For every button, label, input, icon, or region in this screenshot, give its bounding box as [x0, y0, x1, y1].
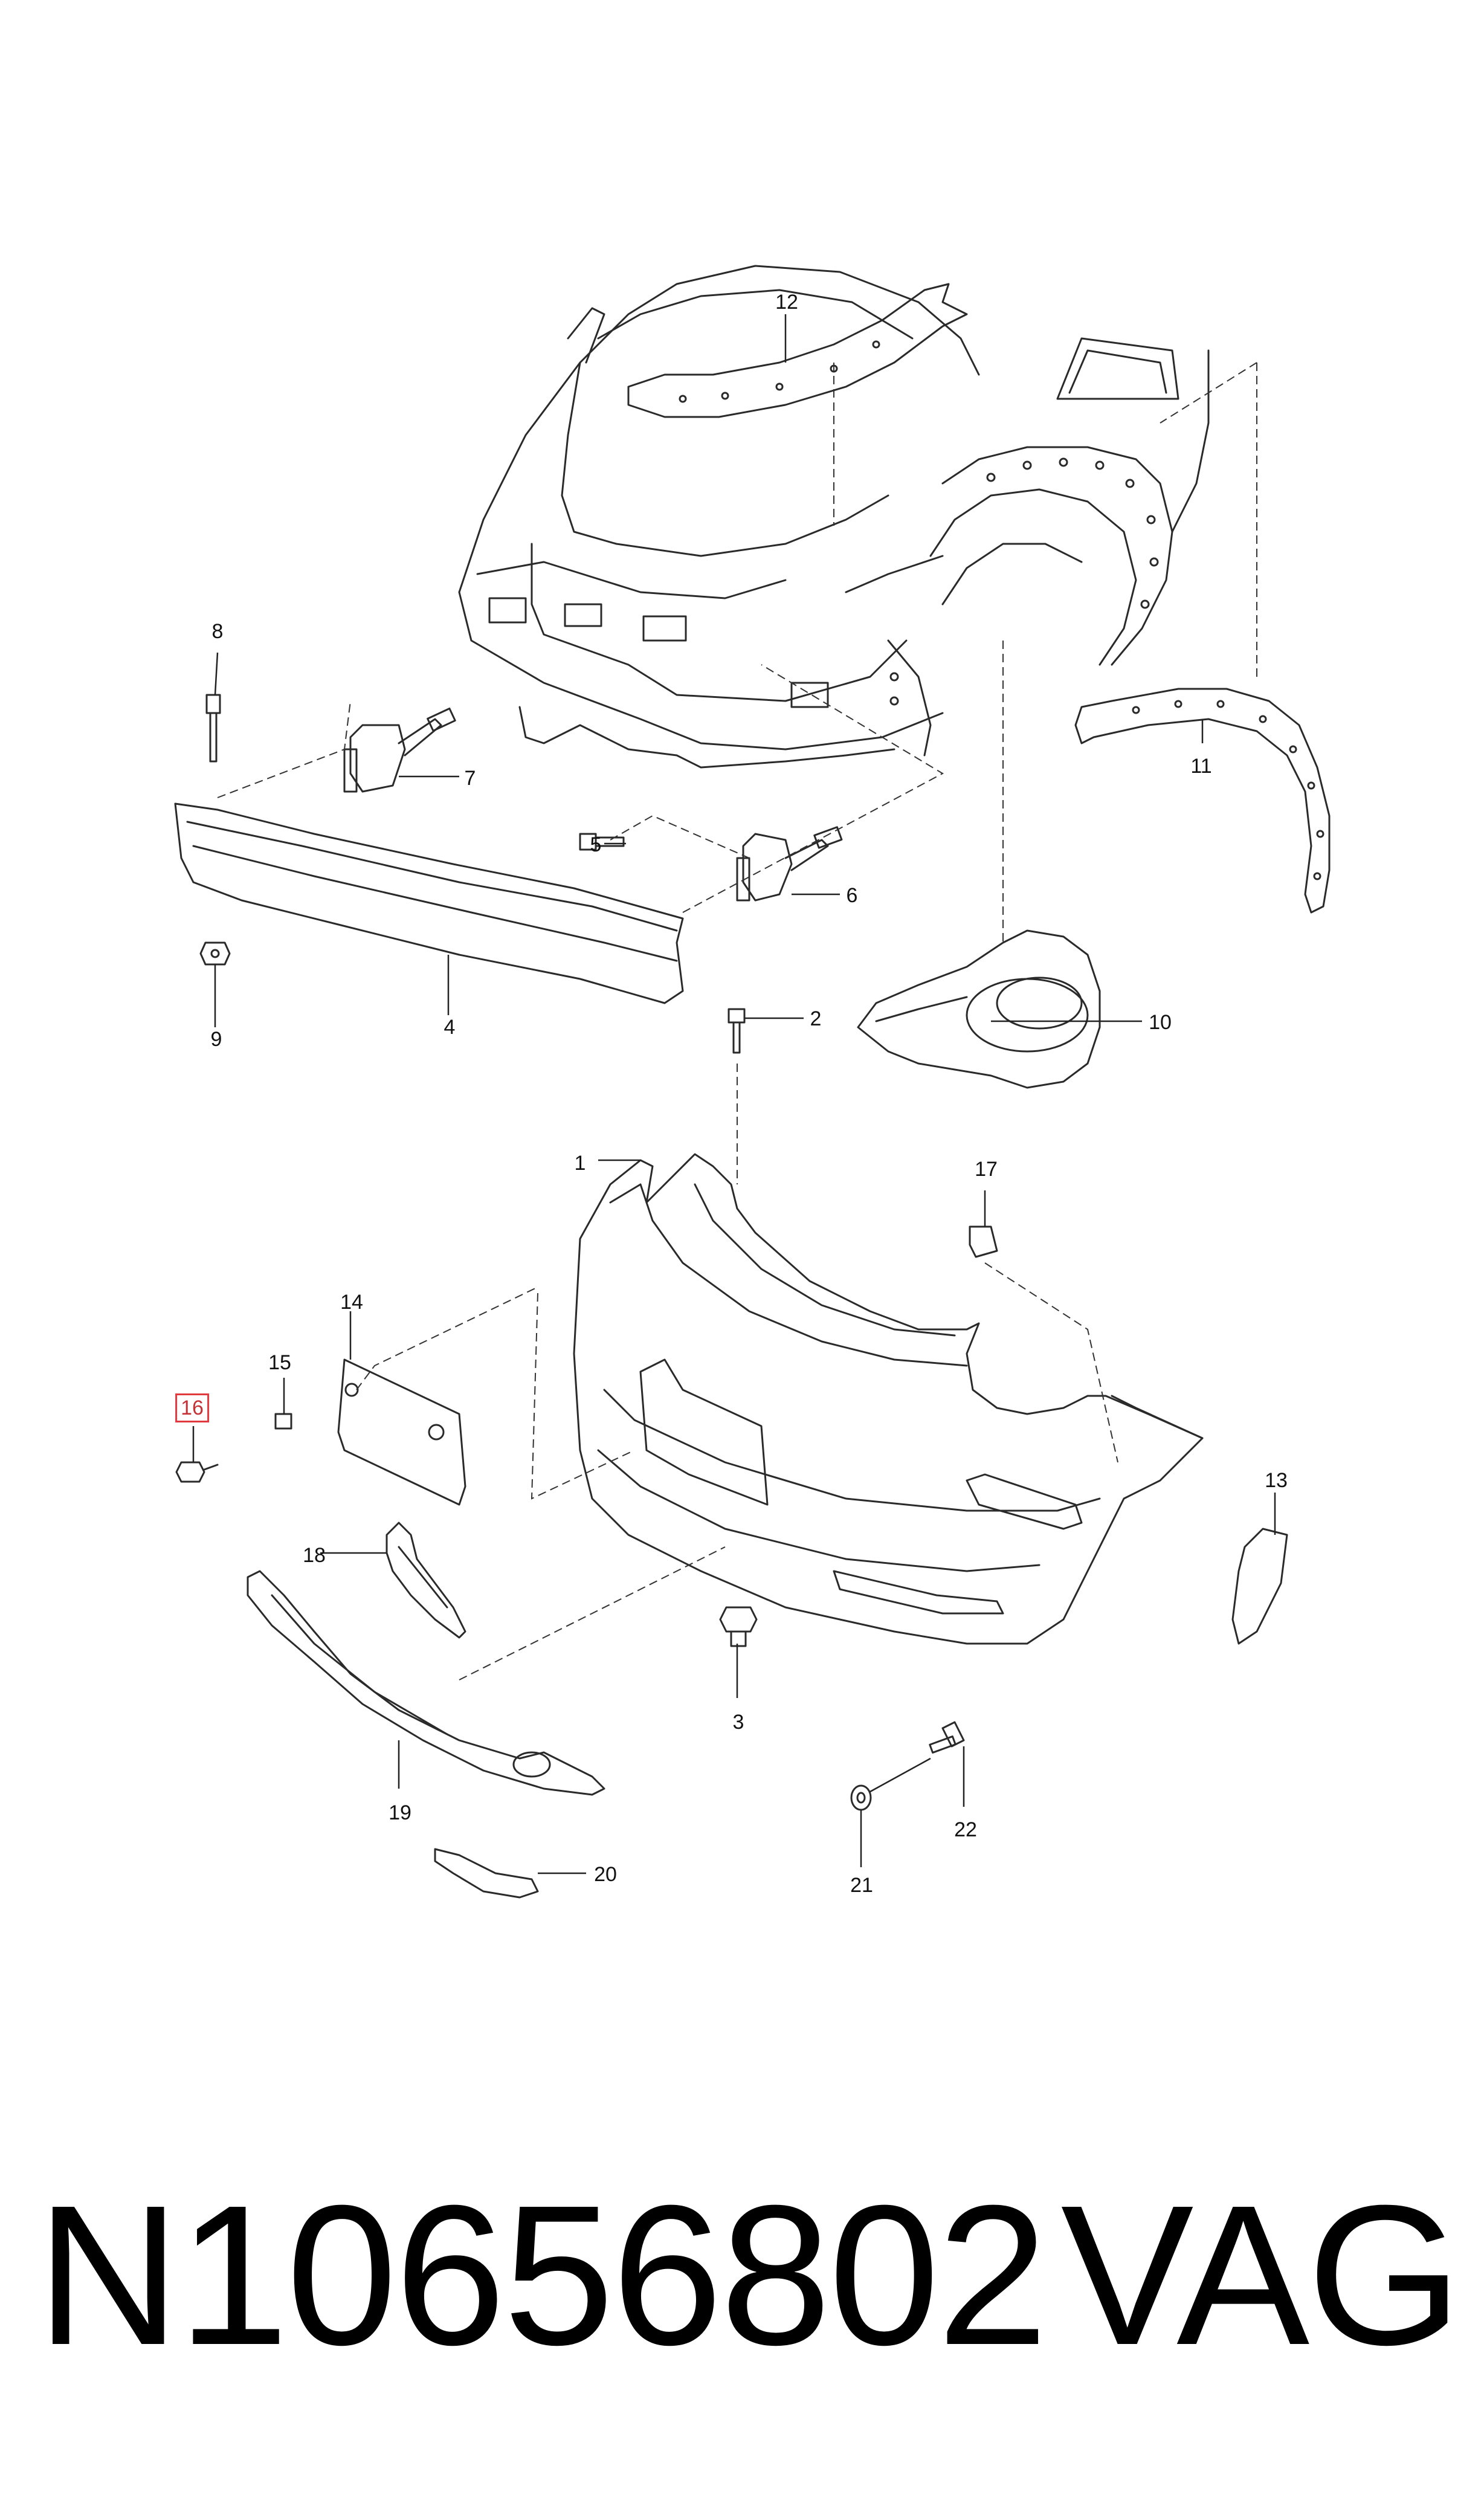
part-14-plate-holder	[338, 1360, 465, 1505]
callout-4: 4	[444, 1016, 456, 1039]
part-19-lower-grille	[248, 1571, 604, 1795]
brand-name: VAG	[1060, 2163, 1462, 2386]
callout-1: 1	[574, 1152, 586, 1175]
part-7-bracket	[344, 708, 455, 792]
callout-5: 5	[590, 833, 602, 856]
part-1-bumper-cover	[574, 1154, 1202, 1644]
callout-12: 12	[775, 291, 798, 314]
callout-11: 11	[1190, 755, 1212, 778]
exploded-parts-diagram: 12 11 8 7 5 6 2 10 9 4 1 17 14 15 16 13 …	[0, 0, 1484, 2067]
part-3-clip	[720, 1607, 757, 1646]
car-body-rear	[459, 266, 1208, 767]
assembly-guide-lines	[218, 363, 1257, 1680]
part-10-inner-liner	[858, 931, 1100, 1088]
part-22-bolt	[930, 1722, 964, 1752]
callout-2: 2	[810, 1007, 822, 1030]
callout-16: 16	[175, 1393, 209, 1422]
part-17-clip	[970, 1227, 997, 1257]
part-6-bracket	[737, 827, 842, 900]
callout-10: 10	[1149, 1011, 1172, 1034]
diagram-drawing	[0, 0, 1484, 2067]
part-number-footer: N10656802 VAG	[0, 2151, 1484, 2405]
callout-22: 22	[954, 1818, 977, 1841]
part-4-impact-beam	[175, 804, 683, 1003]
callout-19: 19	[389, 1801, 411, 1824]
callout-14: 14	[340, 1291, 363, 1314]
part-9-nut	[201, 943, 230, 964]
callout-17: 17	[975, 1158, 998, 1181]
callout-leaders	[193, 314, 1275, 1873]
callout-18: 18	[303, 1544, 326, 1567]
part-number: N10656802	[36, 2163, 1048, 2386]
part-20-strip	[435, 1849, 538, 1897]
callout-9: 9	[210, 1028, 222, 1051]
callout-8: 8	[211, 620, 224, 643]
callout-7: 7	[464, 767, 476, 790]
part-12-upper-strip	[628, 284, 967, 417]
callout-13: 13	[1265, 1469, 1288, 1492]
part-18-bracket	[387, 1523, 465, 1638]
part-5-bolt	[580, 834, 624, 850]
part-8-bolt	[207, 695, 220, 761]
callout-6: 6	[846, 884, 858, 907]
part-2-bolt	[729, 1009, 744, 1053]
part-11-wheel-arch-trim	[1076, 689, 1329, 912]
part-16-screw	[176, 1462, 218, 1482]
part-15-clip	[276, 1414, 291, 1428]
part-21-washer	[851, 1786, 871, 1810]
callout-3: 3	[732, 1711, 744, 1734]
callout-15: 15	[268, 1351, 291, 1374]
callout-20: 20	[594, 1863, 617, 1886]
callout-21: 21	[850, 1874, 873, 1897]
part-13-side-trim	[1233, 1529, 1287, 1644]
